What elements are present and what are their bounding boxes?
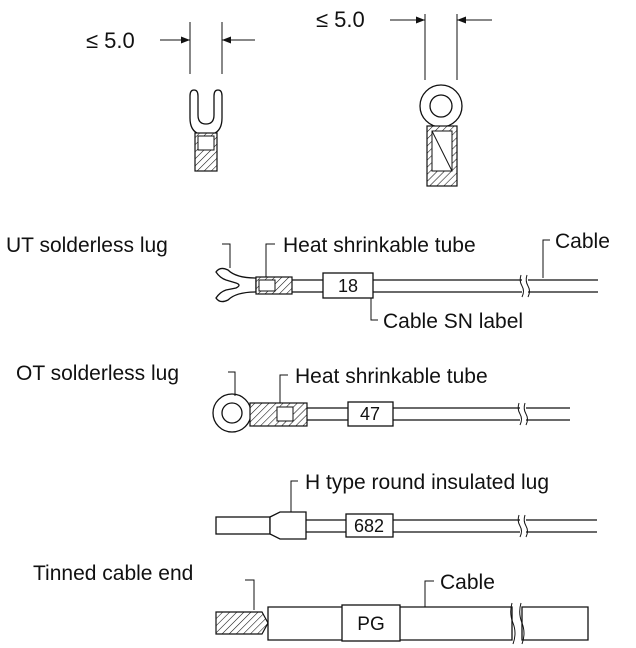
- ot-ring-inner: [221, 402, 243, 424]
- sn-label-2: 47: [360, 404, 380, 424]
- leader-line: [290, 480, 298, 512]
- leader-line: [228, 371, 236, 396]
- break-mark: [519, 602, 525, 645]
- insulated-sleeve: [269, 511, 307, 540]
- row-ut-lug: UT solderless lug Heat shrinkable tube C…: [6, 230, 610, 333]
- arrow-head: [222, 36, 231, 44]
- leader-line: [222, 243, 231, 268]
- break-mark: [523, 514, 528, 538]
- leader-line: [424, 580, 434, 607]
- tinned-end-label: Tinned cable end: [33, 562, 193, 585]
- lug-pin: [215, 516, 271, 535]
- break-mark: [517, 514, 522, 538]
- leader-line: [245, 579, 255, 610]
- cable-sn-label: Cable SN label: [383, 310, 523, 333]
- break-mark: [525, 274, 530, 298]
- sn-label-box-3: [345, 513, 394, 538]
- leader-line: [370, 298, 378, 321]
- tube-window: [258, 279, 276, 292]
- tube-window: [276, 406, 294, 422]
- sn-label-4: PG: [357, 614, 384, 635]
- break-mark: [519, 274, 524, 298]
- ot-barrel-diagonal: [431, 130, 453, 172]
- heat-tube-label-2: Heat shrinkable tube: [295, 365, 488, 388]
- row-tinned-end: Tinned cable end Cable PG: [33, 562, 589, 645]
- row-ot-lug: OT solderless lug Heat shrinkable tube 4…: [16, 362, 570, 433]
- leader-line: [265, 243, 275, 278]
- spec-left-label: ≤ 5.0: [86, 28, 135, 53]
- leader-line: [542, 239, 550, 278]
- ot-ring-inner: [429, 94, 453, 118]
- ut-fork: [215, 267, 257, 303]
- arrow-head: [181, 36, 190, 44]
- sn-label-box-1: [322, 272, 374, 299]
- heat-tube-label-1: Heat shrinkable tube: [283, 234, 476, 257]
- sn-label-box-4: [341, 604, 401, 642]
- ut-fork-shape: [189, 89, 223, 136]
- break-mark: [517, 402, 522, 426]
- ot-lug-detail: ≤ 5.0: [316, 7, 492, 187]
- ut-barrel-window: [197, 135, 215, 151]
- sn-label-1: 18: [338, 276, 358, 296]
- sn-label-box-2: [347, 401, 394, 427]
- sn-label-3: 682: [354, 516, 384, 536]
- arrow-head: [416, 16, 425, 24]
- ot-ring-outer: [212, 393, 252, 433]
- arrow-head: [457, 16, 466, 24]
- cable-jacket: [521, 606, 589, 641]
- ot-ring-outer: [419, 84, 463, 128]
- leader-line: [279, 374, 288, 405]
- break-mark: [523, 402, 528, 426]
- spec-right-label: ≤ 5.0: [316, 7, 365, 32]
- row-h-type-lug: H type round insulated lug 682: [215, 471, 597, 540]
- ut-lug-label: UT solderless lug: [6, 234, 168, 257]
- cable-label-2: Cable: [440, 571, 495, 594]
- ut-lug-detail: ≤ 5.0: [86, 22, 255, 172]
- ot-lug-label: OT solderless lug: [16, 362, 179, 385]
- h-type-label: H type round insulated lug: [305, 471, 549, 494]
- break-mark: [510, 602, 516, 645]
- tinned-conductor: [215, 611, 269, 635]
- cable-label-1: Cable: [555, 230, 610, 253]
